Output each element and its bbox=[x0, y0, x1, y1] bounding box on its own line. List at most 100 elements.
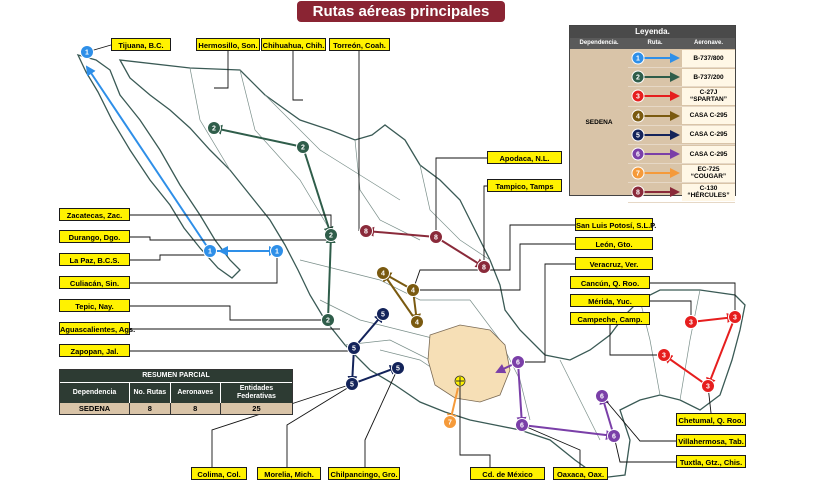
legend-aircraft: B-737/800 bbox=[682, 49, 735, 67]
label-chihuahua: Chihuahua, Chih. bbox=[261, 38, 326, 51]
route-line-r5 bbox=[351, 365, 400, 385]
route-node-8: 8 bbox=[477, 260, 491, 274]
legend-route-swatch: 7 bbox=[628, 164, 682, 182]
route-node-1: 1 bbox=[80, 45, 94, 59]
route-node-5: 5 bbox=[391, 361, 405, 375]
route-line-r3 bbox=[662, 353, 709, 387]
label-leon: León, Gto. bbox=[575, 237, 653, 250]
legend-route-swatch: 6 bbox=[628, 145, 682, 163]
leader-line bbox=[130, 254, 210, 261]
legend-route-label: 6 bbox=[636, 152, 640, 159]
label-villahermosa: Villahermosa, Tab. bbox=[676, 434, 746, 447]
route-line-r3 bbox=[690, 312, 737, 323]
legend-route-swatch: 1 bbox=[628, 49, 682, 67]
route-node-8: 8 bbox=[429, 230, 443, 244]
summary-value: 25 bbox=[252, 403, 261, 413]
label-veracruz: Veracruz, Ver. bbox=[575, 257, 653, 270]
legend-col-dependencia: Dependencia. bbox=[579, 40, 619, 46]
label-lapaz: La Paz, B.C.S. bbox=[59, 253, 130, 266]
label-cdmx: Cd. de México bbox=[470, 467, 545, 480]
route-line-r4 bbox=[381, 271, 418, 323]
legend-aircraft: C-27J “SPARTAN” bbox=[682, 87, 735, 105]
label-torreon: Torreón, Coah. bbox=[329, 38, 390, 51]
label-leader-lines bbox=[86, 44, 736, 467]
legend-dependencia: SEDENA bbox=[585, 118, 613, 126]
route-node-2: 2 bbox=[296, 140, 310, 154]
route-node-5: 5 bbox=[345, 377, 359, 391]
route-node-label: 3 bbox=[689, 320, 693, 327]
route-node-3: 3 bbox=[701, 379, 715, 393]
route-node-label: 5 bbox=[381, 312, 385, 319]
route-node-label: 2 bbox=[212, 126, 216, 133]
route-line-r5 bbox=[353, 312, 385, 349]
route-node-label: 1 bbox=[208, 249, 212, 256]
route-node-label: 2 bbox=[301, 145, 305, 152]
route-node-1: 1 bbox=[203, 244, 217, 258]
route-node-8: 8 bbox=[359, 224, 373, 238]
leader-line bbox=[521, 424, 581, 467]
summary-header: Entidades Federativas bbox=[237, 385, 276, 400]
legend-route-label: 3 bbox=[636, 94, 640, 101]
leader-line bbox=[413, 243, 575, 291]
route-node-5: 5 bbox=[347, 341, 361, 355]
route-node-6: 6 bbox=[515, 418, 529, 432]
route-node-2: 2 bbox=[321, 313, 335, 327]
legend-col-aeronave: Aeronave. bbox=[693, 40, 723, 46]
route-node-3: 3 bbox=[728, 310, 742, 324]
route-node-label: 3 bbox=[706, 384, 710, 391]
label-colima: Colima, Col. bbox=[191, 467, 247, 480]
route-node-3: 3 bbox=[684, 315, 698, 329]
route-node-4: 4 bbox=[406, 283, 420, 297]
route-line-r2 bbox=[212, 124, 304, 148]
legend-route-swatch: 2 bbox=[628, 68, 682, 86]
mexico-outline bbox=[76, 53, 746, 479]
leader-line bbox=[483, 185, 487, 267]
legend-route-swatch: 3 bbox=[628, 87, 682, 105]
central-region bbox=[427, 324, 511, 403]
legend-route-label: 7 bbox=[636, 171, 640, 178]
route-node-label: 5 bbox=[352, 346, 356, 353]
route-nodes: 1 1 1 2 2 2 2 3 3 3 3 4 4 4 5 5 5 5 6 6 6 6 7 8 8 8 bbox=[80, 45, 742, 443]
route-node-label: 2 bbox=[329, 233, 333, 240]
route-node-label: 4 bbox=[381, 271, 385, 278]
state-borders bbox=[189, 67, 701, 441]
legend-col-ruta: Ruta. bbox=[647, 40, 663, 46]
label-cancun: Cancún, Q. Roo. bbox=[570, 276, 650, 289]
label-campeche: Campeche, Camp. bbox=[570, 312, 650, 325]
route-node-label: 8 bbox=[482, 265, 486, 272]
route-node-label: 4 bbox=[415, 320, 419, 327]
legend-route-label: 5 bbox=[636, 132, 640, 139]
route-line-r3 bbox=[706, 316, 736, 388]
label-oaxaca: Oaxaca, Oax. bbox=[553, 467, 608, 480]
route-node-label: 8 bbox=[434, 235, 438, 242]
leader-line bbox=[601, 395, 676, 442]
cdmx-airport-icon bbox=[454, 375, 466, 387]
route-line-r6 bbox=[516, 361, 527, 427]
legend-route-label: 2 bbox=[636, 75, 640, 82]
route-line-r6 bbox=[521, 424, 616, 441]
leader-line bbox=[459, 383, 491, 467]
route-node-label: 6 bbox=[600, 394, 604, 401]
legend-route-label: 1 bbox=[636, 56, 640, 63]
route-node-4: 4 bbox=[410, 315, 424, 329]
route-node-7: 7 bbox=[443, 415, 457, 429]
label-hermosillo: Hermosillo, Son. bbox=[196, 38, 260, 51]
route-node-label: 2 bbox=[326, 318, 330, 325]
route-node-5: 5 bbox=[376, 307, 390, 321]
label-morelia: Morelia, Mich. bbox=[257, 467, 321, 480]
route-node-label: 5 bbox=[396, 366, 400, 373]
legend-route-label: 8 bbox=[636, 190, 640, 197]
label-chetumal: Chetumal, Q. Roo. bbox=[676, 413, 746, 426]
leader-line bbox=[364, 367, 399, 467]
label-apodaca: Apodaca, N.L. bbox=[487, 151, 562, 164]
route-line-r1 bbox=[85, 65, 211, 252]
route-node-6: 6 bbox=[511, 355, 525, 369]
label-slp: San Luis Potosí, S.L.P. bbox=[575, 218, 656, 231]
label-tampico: Tampico, Tamps bbox=[487, 179, 562, 192]
leader-line bbox=[650, 282, 736, 317]
leader-line bbox=[286, 383, 355, 467]
